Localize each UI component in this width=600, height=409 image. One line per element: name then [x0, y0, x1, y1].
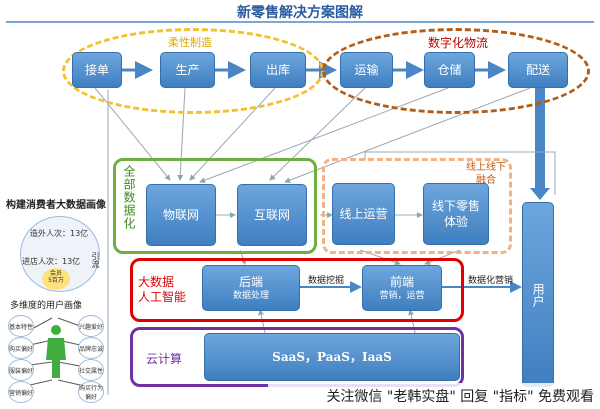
backend-box: 后端 数据处理	[202, 265, 300, 311]
tag-marketing-pref: 营销偏好	[8, 381, 34, 403]
cloud-label: 云计算	[146, 352, 183, 366]
flow-transport: 运输	[340, 52, 393, 88]
page-title: 新零售解决方案图解	[237, 5, 363, 21]
online-operations-box: 线上运营	[332, 183, 395, 245]
portrait-title: 构建消费者大数据画像	[6, 200, 106, 211]
tag-brand-loyalty: 品牌忠诚	[78, 337, 104, 359]
flexible-manufacturing-label: 柔性制造	[168, 36, 212, 49]
tag-basic: 基本特性	[8, 315, 34, 337]
data-mining-label: 数据挖掘	[308, 276, 345, 286]
portrait-inner-label: 会员 5百万	[48, 270, 64, 284]
title-divider	[6, 21, 594, 23]
flow-delivery: 配送	[508, 52, 568, 88]
cloud-services-box: SaaS，PaaS，IaaS	[204, 333, 460, 381]
flow-warehouse: 仓储	[424, 52, 475, 88]
offline-retail-box: 线下零售体验	[423, 183, 489, 245]
portrait-inner-circle	[42, 268, 70, 290]
tag-purchase-pref: 购买偏好	[8, 337, 34, 359]
tag-social: 社交属性	[78, 359, 104, 381]
omni-channel-frame	[322, 158, 512, 254]
portrait-outer-label: 造外人次：13亿	[30, 229, 89, 238]
digital-logistics-oval	[322, 28, 590, 114]
watermark-banner: 关注微信 "老韩实盘" 回复 "指标" 免费观看	[268, 383, 598, 409]
tag-interest: 兴趣爱好	[78, 315, 104, 337]
internet-box: 互联网	[237, 184, 307, 246]
iot-box: 物联网	[146, 184, 216, 246]
backend-subtitle: 数据处理	[232, 291, 269, 302]
frontend-subtitle: 营销，运营	[379, 291, 425, 302]
digitization-frame	[113, 158, 317, 254]
omni-channel-label: 线上线下 融合	[466, 162, 506, 186]
digitization-label: 全部数据化	[122, 165, 136, 230]
flow-order: 接单	[72, 52, 122, 88]
digital-logistics-label: 数字化物流	[428, 36, 489, 50]
frontend-title: 前端	[389, 274, 414, 289]
tag-behavior-pref: 购买行为偏好	[78, 381, 104, 403]
flow-production: 生产	[160, 52, 215, 88]
data-marketing-label: 数据化营销	[468, 276, 514, 286]
portrait-mid-label: 进店人次：13亿	[22, 257, 81, 266]
flow-outbound: 出库	[250, 52, 306, 88]
portrait-multi-title: 多维度的用户画像	[10, 301, 83, 311]
bigdata-label: 大数据 人工智能	[138, 275, 187, 304]
tag-apparel-pref: 服装偏好	[8, 359, 34, 381]
backend-title: 后端	[238, 274, 263, 289]
user-box: 用户	[522, 202, 554, 387]
frontend-box: 前端 营销，运营	[362, 265, 442, 311]
portrait-guide-label: 引流	[91, 252, 100, 268]
bigdata-frame	[130, 258, 464, 322]
